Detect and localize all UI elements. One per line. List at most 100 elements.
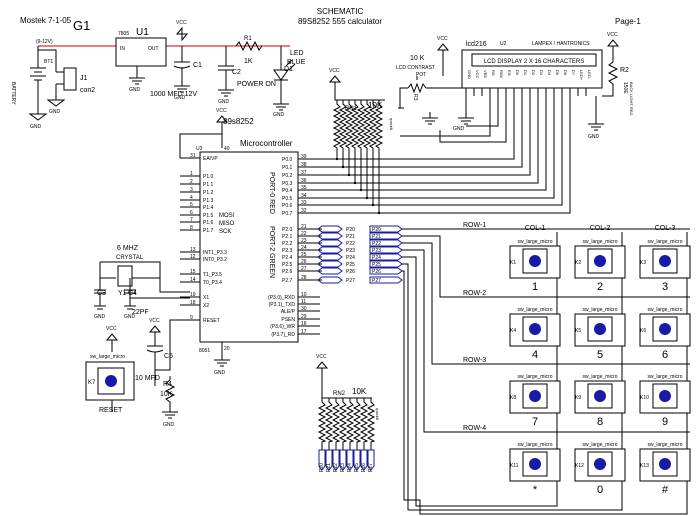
mcu-pin-number: 27 — [301, 266, 307, 272]
mcu-pin-number: 5 — [190, 202, 193, 208]
key-type: sw_large_micro — [582, 442, 617, 448]
mcu-pin-name: P0.1 — [282, 165, 293, 171]
rn1-resistor — [362, 100, 372, 198]
bus-connector — [369, 260, 403, 268]
c3-symbol — [94, 278, 106, 310]
lcd-maker: LAMPEX / HANTRONICS — [532, 41, 590, 47]
lcd-gnd — [458, 96, 474, 125]
rn2-resistor — [317, 398, 327, 450]
key-button[interactable] — [529, 255, 541, 267]
lcd-pin-name: EN — [507, 70, 512, 76]
lcd-display-window — [471, 53, 597, 67]
mcu-pin-number: 21 — [301, 224, 307, 230]
key-type: sw_large_micro — [647, 442, 682, 448]
lcd-display-label: LCD DISPLAY 2 X 16 CHARACTERS — [484, 59, 584, 65]
key-ref: K2 — [575, 260, 581, 266]
mcu-pin-number: 25 — [301, 252, 307, 258]
mcu-pin-number: 35 — [301, 185, 307, 191]
vcc-label-k7: VCC — [106, 326, 117, 332]
lcd-pin-name: D7 — [571, 70, 576, 76]
j1-wires — [38, 49, 64, 100]
rn1-resistor — [338, 100, 348, 167]
gnd-label-c1: GND — [174, 95, 186, 101]
mcu-pin-name: X2 — [203, 303, 209, 309]
mcu-pin-number: 33 — [301, 200, 307, 206]
backlight-label: BACK LIGHT RES. — [629, 82, 634, 116]
key-ref: K11 — [510, 463, 519, 469]
vcc-arrow-r2 — [602, 39, 620, 97]
bus-label-right: P24 — [372, 255, 381, 261]
mcu-title: Microcontroller — [240, 139, 293, 148]
power-on-label: POWER ON — [237, 81, 276, 88]
key-button[interactable] — [594, 458, 606, 470]
spi-sck: SCK — [219, 229, 231, 235]
title-line1: SCHEMATIC — [317, 7, 364, 16]
lcd-pin-name: LED- — [587, 70, 592, 80]
key-label: # — [662, 484, 669, 496]
key-button[interactable] — [529, 458, 541, 470]
key-button[interactable] — [529, 323, 541, 335]
c1-ref: C1 — [193, 62, 202, 69]
reset-switch-button[interactable] — [105, 375, 117, 387]
vcc-label-r2: VCC — [607, 32, 618, 38]
vcc-arrow-lcd — [422, 43, 450, 125]
mcu-pin-name: P0.5 — [282, 196, 293, 202]
mcu-pin-number: 31 — [190, 153, 196, 159]
mcu-pin-name: P1.2 — [203, 190, 214, 196]
key-button[interactable] — [594, 323, 606, 335]
key-label: 7 — [532, 416, 538, 428]
r4-value: 10K — [160, 391, 173, 398]
rn2-pin-label: P27 — [368, 463, 374, 472]
c4-ref: C4 — [128, 290, 137, 297]
lcd-pin-name: LED+ — [579, 70, 584, 81]
battery-symbol — [30, 46, 46, 114]
mcu-ref: U3 — [196, 146, 203, 152]
key-type: sw_large_micro — [647, 239, 682, 245]
mcu-pin-name: P0.4 — [282, 188, 293, 194]
key-button[interactable] — [659, 390, 671, 402]
mcu-pin-name: P2.2 — [282, 241, 293, 247]
bus-entry — [317, 253, 343, 261]
mcu-pin-number: 17 — [301, 329, 307, 335]
y1-ref: Y1 — [118, 290, 127, 297]
gnd-label-batt: GND — [30, 124, 42, 130]
vin-label: (9-12V) — [36, 39, 53, 45]
key-button[interactable] — [659, 255, 671, 267]
mcu-pin20: 20 — [224, 346, 230, 352]
gnd-label-lcd: GND — [453, 126, 465, 132]
lcd-pin-name: D4 — [547, 70, 552, 76]
rn2-bus-tag — [332, 449, 340, 471]
bus-label-right: P23 — [372, 248, 381, 254]
rn2-resistor — [331, 398, 341, 450]
c5-ref: C5 — [164, 353, 173, 360]
lcd-pin-name: D2 — [531, 70, 536, 76]
mcu-pin-name: P1.0 — [203, 174, 214, 180]
lcd-pin-name: GND — [467, 70, 472, 79]
bus-label-right: P26 — [372, 269, 381, 275]
vcc-label-rn2: VCC — [316, 354, 327, 360]
bus-entry — [317, 246, 343, 254]
key-label: 5 — [597, 349, 603, 361]
bus-label-right: P22 — [372, 241, 381, 247]
mcu-pin-name: (P3.1)_TXD — [269, 302, 296, 308]
key-button[interactable] — [594, 255, 606, 267]
mcu-pin-number: 9 — [190, 315, 193, 321]
r1-value: 1K — [244, 58, 253, 65]
key-button[interactable] — [659, 323, 671, 335]
lcd-control-lines — [400, 96, 507, 143]
key-label: 4 — [532, 349, 538, 361]
key-type: sw_large_micro — [517, 307, 552, 313]
lcd-pin-name: VCC — [475, 70, 480, 79]
mcu-pin-number: 6 — [190, 210, 193, 216]
rn2-pin-label: P21 — [326, 463, 332, 472]
mcu-pin-name: (P3.6)_WR — [270, 324, 295, 330]
mcu-pin-number: 23 — [301, 238, 307, 244]
key-button[interactable] — [594, 390, 606, 402]
key-button[interactable] — [529, 390, 541, 402]
key-ref: K4 — [510, 328, 516, 334]
key-button[interactable] — [659, 458, 671, 470]
gnd-label-led: GND — [273, 112, 285, 118]
bus-label: P20 — [346, 227, 355, 233]
